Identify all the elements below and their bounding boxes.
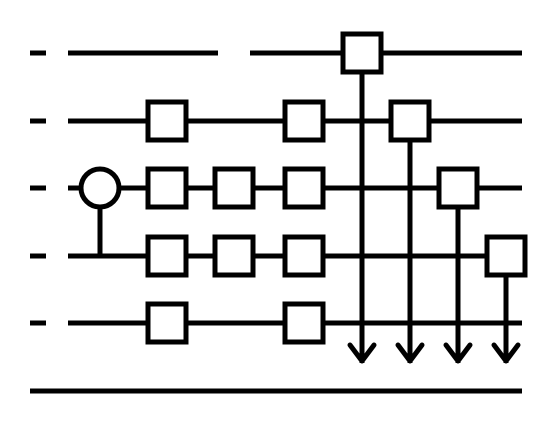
measurement-arrowhead: [443, 342, 473, 364]
control-node: [78, 166, 122, 210]
gate-box: [145, 166, 189, 210]
gate-box: [282, 234, 326, 278]
gate-box: [212, 234, 256, 278]
measurement-arrowhead: [491, 342, 521, 364]
gate-box: [145, 234, 189, 278]
measurement-box: [436, 166, 480, 210]
gate-box: [282, 99, 326, 143]
gate-box: [145, 99, 189, 143]
gate-box: [282, 301, 326, 345]
measurement-arrowhead: [347, 342, 377, 364]
measurement-arrowhead: [395, 342, 425, 364]
gate-box: [282, 166, 326, 210]
gate-box: [212, 166, 256, 210]
measurement-box: [484, 234, 528, 278]
measurement-box: [388, 99, 432, 143]
gate-box: [145, 301, 189, 345]
measurement-box: [340, 31, 384, 75]
